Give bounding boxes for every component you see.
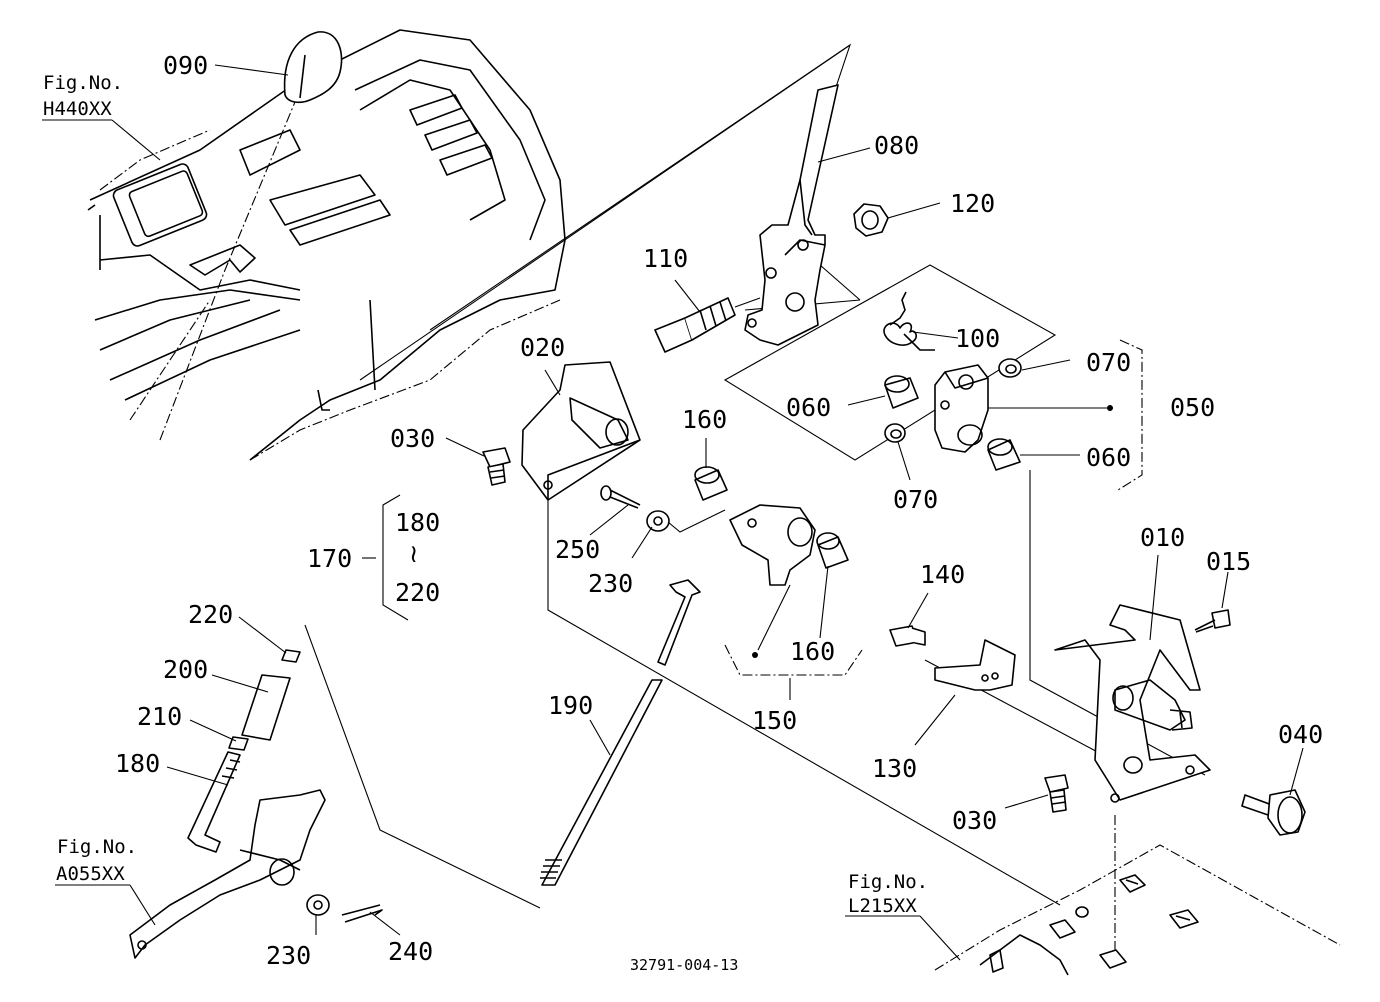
lever-080 bbox=[744, 84, 839, 346]
label-230-lower: 230 bbox=[266, 941, 311, 970]
arm-150 bbox=[724, 504, 863, 676]
label-230-upper: 230 bbox=[588, 569, 633, 598]
bushing-060-b bbox=[987, 438, 1021, 471]
washer-230-upper bbox=[646, 510, 670, 532]
bolt-140 bbox=[889, 625, 926, 647]
bushing-160-lower bbox=[816, 532, 849, 569]
fig-ref-h440-code: H440XX bbox=[43, 98, 112, 120]
rod-180 bbox=[187, 751, 241, 853]
bolt-040 bbox=[1241, 789, 1306, 836]
fig-ref-a055-title: Fig.No. bbox=[57, 836, 137, 858]
label-090: 090 bbox=[163, 51, 208, 80]
label-060-upper: 060 bbox=[786, 393, 831, 422]
fig-ref-a055-code: A055XX bbox=[56, 863, 125, 885]
fig-ref-l215-title: Fig.No. bbox=[848, 871, 928, 893]
label-200: 200 bbox=[163, 655, 208, 684]
spring-100 bbox=[883, 291, 935, 351]
label-070-upper: 070 bbox=[1086, 348, 1131, 377]
bushing-060-a bbox=[884, 375, 919, 409]
leader-lines bbox=[42, 64, 1304, 961]
nut-120 bbox=[853, 203, 889, 237]
label-120: 120 bbox=[950, 189, 995, 218]
drawing-number: 32791-004-13 bbox=[630, 956, 738, 974]
cap-220 bbox=[281, 649, 301, 663]
label-220-range-end: 220 bbox=[395, 578, 440, 607]
label-010: 010 bbox=[1140, 523, 1185, 552]
collar-070-b bbox=[884, 423, 906, 443]
label-070-lower: 070 bbox=[893, 485, 938, 514]
label-240: 240 bbox=[388, 937, 433, 966]
bushing-160-upper bbox=[694, 466, 728, 501]
label-180-range-start: 180 bbox=[395, 508, 440, 537]
label-110: 110 bbox=[643, 244, 688, 273]
rod-190 bbox=[304, 579, 701, 909]
washer-230-lower bbox=[306, 894, 330, 916]
bolt-030-left bbox=[482, 447, 511, 486]
label-130: 130 bbox=[872, 754, 917, 783]
label-220: 220 bbox=[188, 600, 233, 629]
knob-090 bbox=[283, 31, 343, 104]
leader-frame-lines bbox=[359, 43, 1206, 906]
sleeve-200 bbox=[241, 674, 291, 741]
label-210: 210 bbox=[137, 702, 182, 731]
fig-ref-l215-code: L215XX bbox=[848, 895, 917, 917]
pivot-block-050 bbox=[934, 364, 989, 453]
label-160-lower: 160 bbox=[790, 637, 835, 666]
label-015: 015 bbox=[1206, 547, 1251, 576]
collar-070-a bbox=[998, 358, 1022, 378]
label-020: 020 bbox=[520, 333, 565, 362]
label-range-symbol: ≀ bbox=[409, 539, 418, 568]
floor-plate bbox=[934, 815, 1341, 976]
label-040: 040 bbox=[1278, 720, 1323, 749]
pin-250 bbox=[600, 485, 641, 509]
label-180: 180 bbox=[115, 749, 160, 778]
bolt-030-right bbox=[1044, 756, 1143, 813]
bracket-010 bbox=[1054, 604, 1211, 803]
label-030-left: 030 bbox=[390, 424, 435, 453]
label-080: 080 bbox=[874, 131, 919, 160]
pedal-arm bbox=[129, 789, 326, 959]
part-number-labels: 090 080 120 110 100 070 050 060 060 070 … bbox=[115, 51, 1323, 970]
bracket-050-dashed-bracket bbox=[988, 339, 1143, 491]
pin-240 bbox=[341, 904, 383, 923]
label-160-upper: 160 bbox=[682, 405, 727, 434]
label-170: 170 bbox=[307, 544, 352, 573]
clip-130 bbox=[934, 639, 1016, 691]
label-150: 150 bbox=[752, 706, 797, 735]
label-060-lower: 060 bbox=[1086, 443, 1131, 472]
console-body bbox=[87, 29, 566, 461]
bolt-015 bbox=[1194, 609, 1231, 633]
label-250: 250 bbox=[555, 535, 600, 564]
bolt-110 bbox=[654, 297, 761, 353]
label-190: 190 bbox=[548, 691, 593, 720]
plate-020 bbox=[521, 361, 641, 501]
label-140: 140 bbox=[920, 560, 965, 589]
figure-references: Fig.No. H440XX Fig.No. A055XX Fig.No. L2… bbox=[43, 72, 928, 917]
label-050: 050 bbox=[1170, 393, 1215, 422]
label-100: 100 bbox=[955, 324, 1000, 353]
label-030-right: 030 bbox=[952, 806, 997, 835]
fig-ref-h440-title: Fig.No. bbox=[43, 72, 123, 94]
